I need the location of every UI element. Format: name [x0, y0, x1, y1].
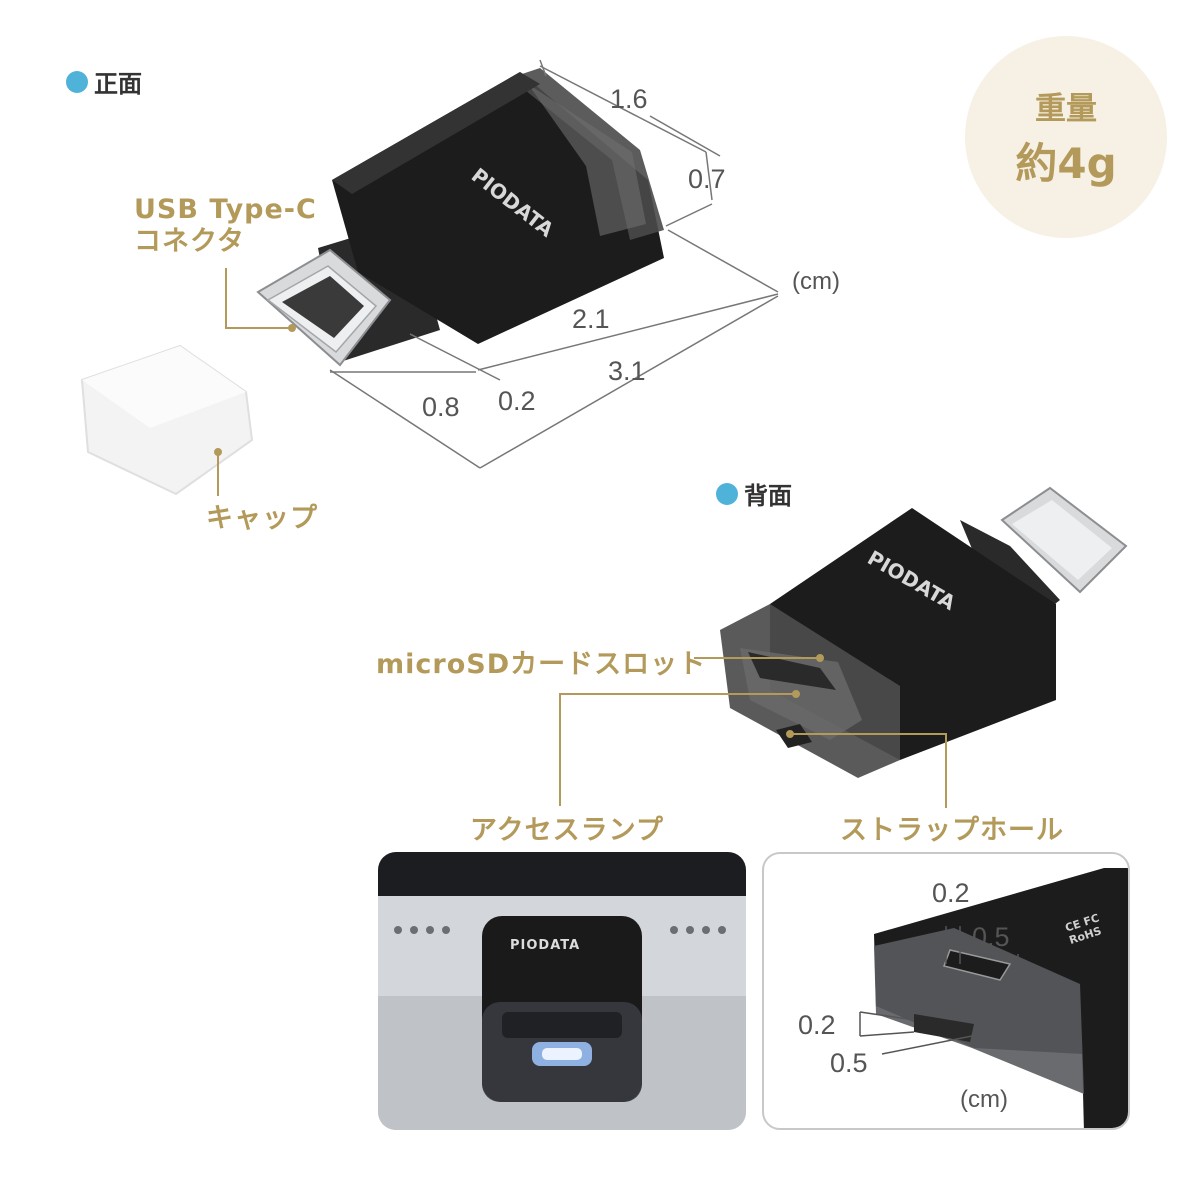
front-device-body — [332, 68, 664, 344]
detail-top-small: 0.2 — [932, 878, 970, 908]
detail-side-width: 0.5 — [830, 1048, 868, 1078]
detail-unit: (cm) — [960, 1086, 1008, 1113]
front-bullet-icon — [66, 70, 88, 93]
usb-c-connector-icon — [256, 220, 440, 367]
usage-photo-illustration — [378, 852, 746, 1130]
usb-connector-label: USB Type-C コネクタ — [134, 194, 317, 257]
back-bullet-icon — [716, 482, 738, 505]
microsd-slot-label: microSDカードスロット — [376, 649, 707, 680]
back-section-label: 背面 — [716, 476, 792, 511]
cap-label: キャップ — [206, 503, 318, 534]
back-device-body — [720, 508, 1056, 778]
front-section-label: 正面 — [66, 64, 142, 99]
front-leader-lines — [214, 268, 296, 496]
dim-unit: (cm) — [792, 268, 840, 295]
detail-side-small: 0.2 — [798, 1010, 836, 1040]
dim-total-length: 3.1 — [608, 356, 646, 386]
weight-value: 約4g — [1015, 139, 1117, 188]
strap-hole-detail-illustration — [859, 868, 1128, 1128]
usage-photo-panel: PIODATA — [378, 852, 746, 1130]
weight-badge: 重量 約4g — [965, 36, 1167, 238]
dim-width: 1.6 — [610, 84, 648, 114]
access-lamp-label: アクセスランプ — [470, 815, 664, 846]
strap-hole-label: ストラップホール — [840, 815, 1064, 846]
dim-body-length: 2.1 — [572, 304, 610, 334]
weight-title: 重量 — [1035, 91, 1097, 127]
cap-icon — [80, 344, 254, 496]
dim-connector-length: 0.8 — [422, 392, 460, 422]
front-dimension-lines — [329, 59, 779, 469]
back-leader-lines — [559, 654, 947, 808]
strap-hole-detail-panel: CE FC RoHS 0.2 0.5 0.2 0.5 (cm) — [762, 852, 1130, 1130]
detail-top-width: 0.5 — [972, 922, 1010, 952]
dim-gap: 0.2 — [498, 386, 536, 416]
dim-thickness: 0.7 — [688, 164, 726, 194]
photo-brand-logo: PIODATA — [510, 938, 581, 953]
